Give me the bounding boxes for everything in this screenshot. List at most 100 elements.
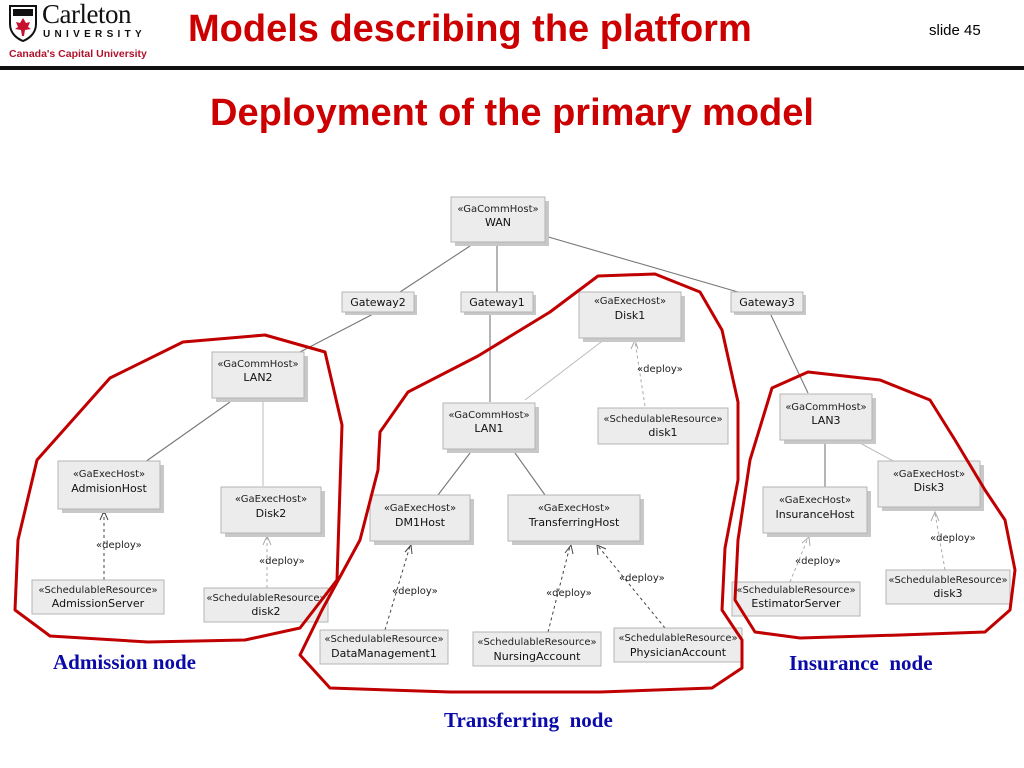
node-stereotype: «GaCommHost» (217, 359, 298, 370)
node-name: EstimatorServer (751, 597, 841, 610)
deploy-label: «deploy» (546, 588, 592, 599)
deploy-arrowhead (596, 544, 607, 556)
node-name: disk2 (251, 605, 280, 618)
deploy-label: «deploy» (637, 364, 683, 375)
logo-tagline: Canada's Capital University (9, 48, 147, 60)
node-disk3-resource[interactable]: «SchedulableResource» disk3 (885, 569, 1011, 605)
deploy-nursingaccount-transferringhost (547, 545, 571, 633)
deploy-physicianaccount-transferringhost (597, 545, 666, 629)
node-stereotype: «GaExecHost» (594, 296, 666, 307)
link-wan-gateway3 (544, 235, 739, 293)
node-stereotype: «SchedulableResource» (888, 575, 1007, 586)
deploy-label: «deploy» (392, 586, 438, 597)
node-gateway3[interactable]: Gateway3 (730, 291, 806, 315)
node-lan3[interactable]: «GaCommHost» LAN3 (779, 393, 876, 444)
node-name: Disk2 (256, 507, 287, 520)
link-lan3-disk3 (859, 442, 896, 463)
node-name: PhysicianAccount (630, 646, 727, 659)
node-name: WAN (485, 216, 511, 229)
node-name: LAN1 (474, 422, 503, 435)
transferring-node-outline (298, 272, 744, 694)
node-stereotype: «GaExecHost» (73, 469, 145, 480)
node-name: Disk3 (914, 481, 945, 494)
node-name: Gateway3 (739, 296, 795, 309)
deploy-estimatorserver-insurancehost (789, 537, 809, 583)
node-stereotype: «GaCommHost» (785, 402, 866, 413)
link-lan1-transferringhost (514, 452, 546, 496)
node-nursingaccount[interactable]: «SchedulableResource» NursingAccount (472, 631, 602, 667)
link-lan1-disk1 (524, 338, 606, 401)
node-stereotype: «GaCommHost» (448, 410, 529, 421)
node-physicianaccount[interactable]: «SchedulableResource» PhysicianAccount (613, 627, 743, 663)
carleton-logo: Carleton UNIVERSITY Canada's Capital Uni… (6, 0, 156, 64)
link-lan1-dm1host (437, 452, 471, 496)
title-divider (0, 66, 1024, 70)
link-wan-gateway2 (399, 245, 471, 293)
connections (144, 235, 896, 496)
node-gateway2[interactable]: Gateway2 (341, 291, 417, 315)
node-name: LAN2 (243, 371, 272, 384)
carleton-crest-icon (9, 5, 37, 42)
logo-wordmark: Carleton (42, 0, 131, 29)
node-transferringhost[interactable]: «GaExecHost» TransferringHost (507, 494, 644, 545)
nodes: «GaCommHost» WAN Gateway2 Gateway1 Gatew… (31, 196, 1011, 667)
insurance-node-label: Insurance node (789, 651, 933, 675)
deploy-label: «deploy» (930, 533, 976, 544)
deploy-label: «deploy» (619, 573, 665, 584)
node-name: AdmisionHost (71, 482, 147, 495)
link-gateway3-lan3 (769, 312, 809, 394)
node-stereotype: «SchedulableResource» (736, 585, 855, 596)
link-lan2-admisionhost (144, 401, 231, 463)
node-disk1-host[interactable]: «GaExecHost» Disk1 (578, 291, 685, 342)
node-disk3-host[interactable]: «GaExecHost» Disk3 (877, 460, 984, 511)
node-gateway1[interactable]: Gateway1 (460, 291, 536, 315)
node-admissionserver[interactable]: «SchedulableResource» AdmissionServer (31, 579, 165, 615)
node-stereotype: «GaCommHost» (457, 204, 538, 215)
node-stereotype: «GaExecHost» (235, 494, 307, 505)
node-wan[interactable]: «GaCommHost» WAN (450, 196, 549, 246)
node-estimatorserver[interactable]: «SchedulableResource» EstimatorServer (731, 581, 861, 617)
transferring-node-label: Transferring node (444, 708, 613, 732)
node-lan2[interactable]: «GaCommHost» LAN2 (211, 351, 308, 402)
node-name: LAN3 (811, 414, 840, 427)
slide-number: slide 45 (929, 22, 981, 39)
node-insurancehost[interactable]: «GaExecHost» InsuranceHost (762, 486, 871, 537)
node-stereotype: «SchedulableResource» (38, 585, 157, 596)
node-dm1host[interactable]: «GaExecHost» DM1Host (369, 494, 474, 545)
node-admisionhost[interactable]: «GaExecHost» AdmisionHost (57, 460, 164, 513)
node-disk1-resource[interactable]: «SchedulableResource» disk1 (597, 407, 729, 445)
deploy-label: «deploy» (795, 556, 841, 567)
insurance-node-outline (733, 370, 1017, 640)
node-name: Gateway2 (350, 296, 406, 309)
link-gateway2-lan2 (299, 311, 378, 353)
admission-node-label: Admission node (53, 650, 196, 674)
node-name: NursingAccount (494, 650, 582, 663)
node-stereotype: «GaExecHost» (538, 503, 610, 514)
node-name: DM1Host (395, 516, 446, 529)
logo-university: UNIVERSITY (43, 29, 147, 40)
node-stereotype: «SchedulableResource» (618, 633, 737, 644)
node-stereotype: «SchedulableResource» (603, 414, 722, 425)
node-groups (13, 272, 1017, 694)
deploy-label: «deploy» (259, 556, 305, 567)
deploy-disk3-disk3host (934, 512, 946, 571)
node-name: Gateway1 (469, 296, 525, 309)
node-stereotype: «SchedulableResource» (477, 637, 596, 648)
deploy-dependencies (99, 338, 946, 633)
node-disk2-host[interactable]: «GaExecHost» Disk2 (220, 486, 325, 537)
deploy-arrowhead (801, 536, 811, 547)
node-name: TransferringHost (528, 516, 620, 529)
node-stereotype: «GaExecHost» (384, 503, 456, 514)
node-stereotype: «GaExecHost» (779, 495, 851, 506)
deploy-arrowhead (930, 510, 940, 522)
admission-node-outline (13, 333, 344, 644)
deploy-label: «deploy» (96, 540, 142, 551)
deploy-datamanagement1-dm1host (384, 545, 411, 631)
node-lan1[interactable]: «GaCommHost» LAN1 (442, 402, 539, 453)
deploy-disk1-disk1host (634, 340, 646, 407)
node-stereotype: «GaExecHost» (893, 469, 965, 480)
node-datamanagement1[interactable]: «SchedulableResource» DataManagement1 (319, 629, 449, 665)
node-name: AdmissionServer (52, 597, 145, 610)
